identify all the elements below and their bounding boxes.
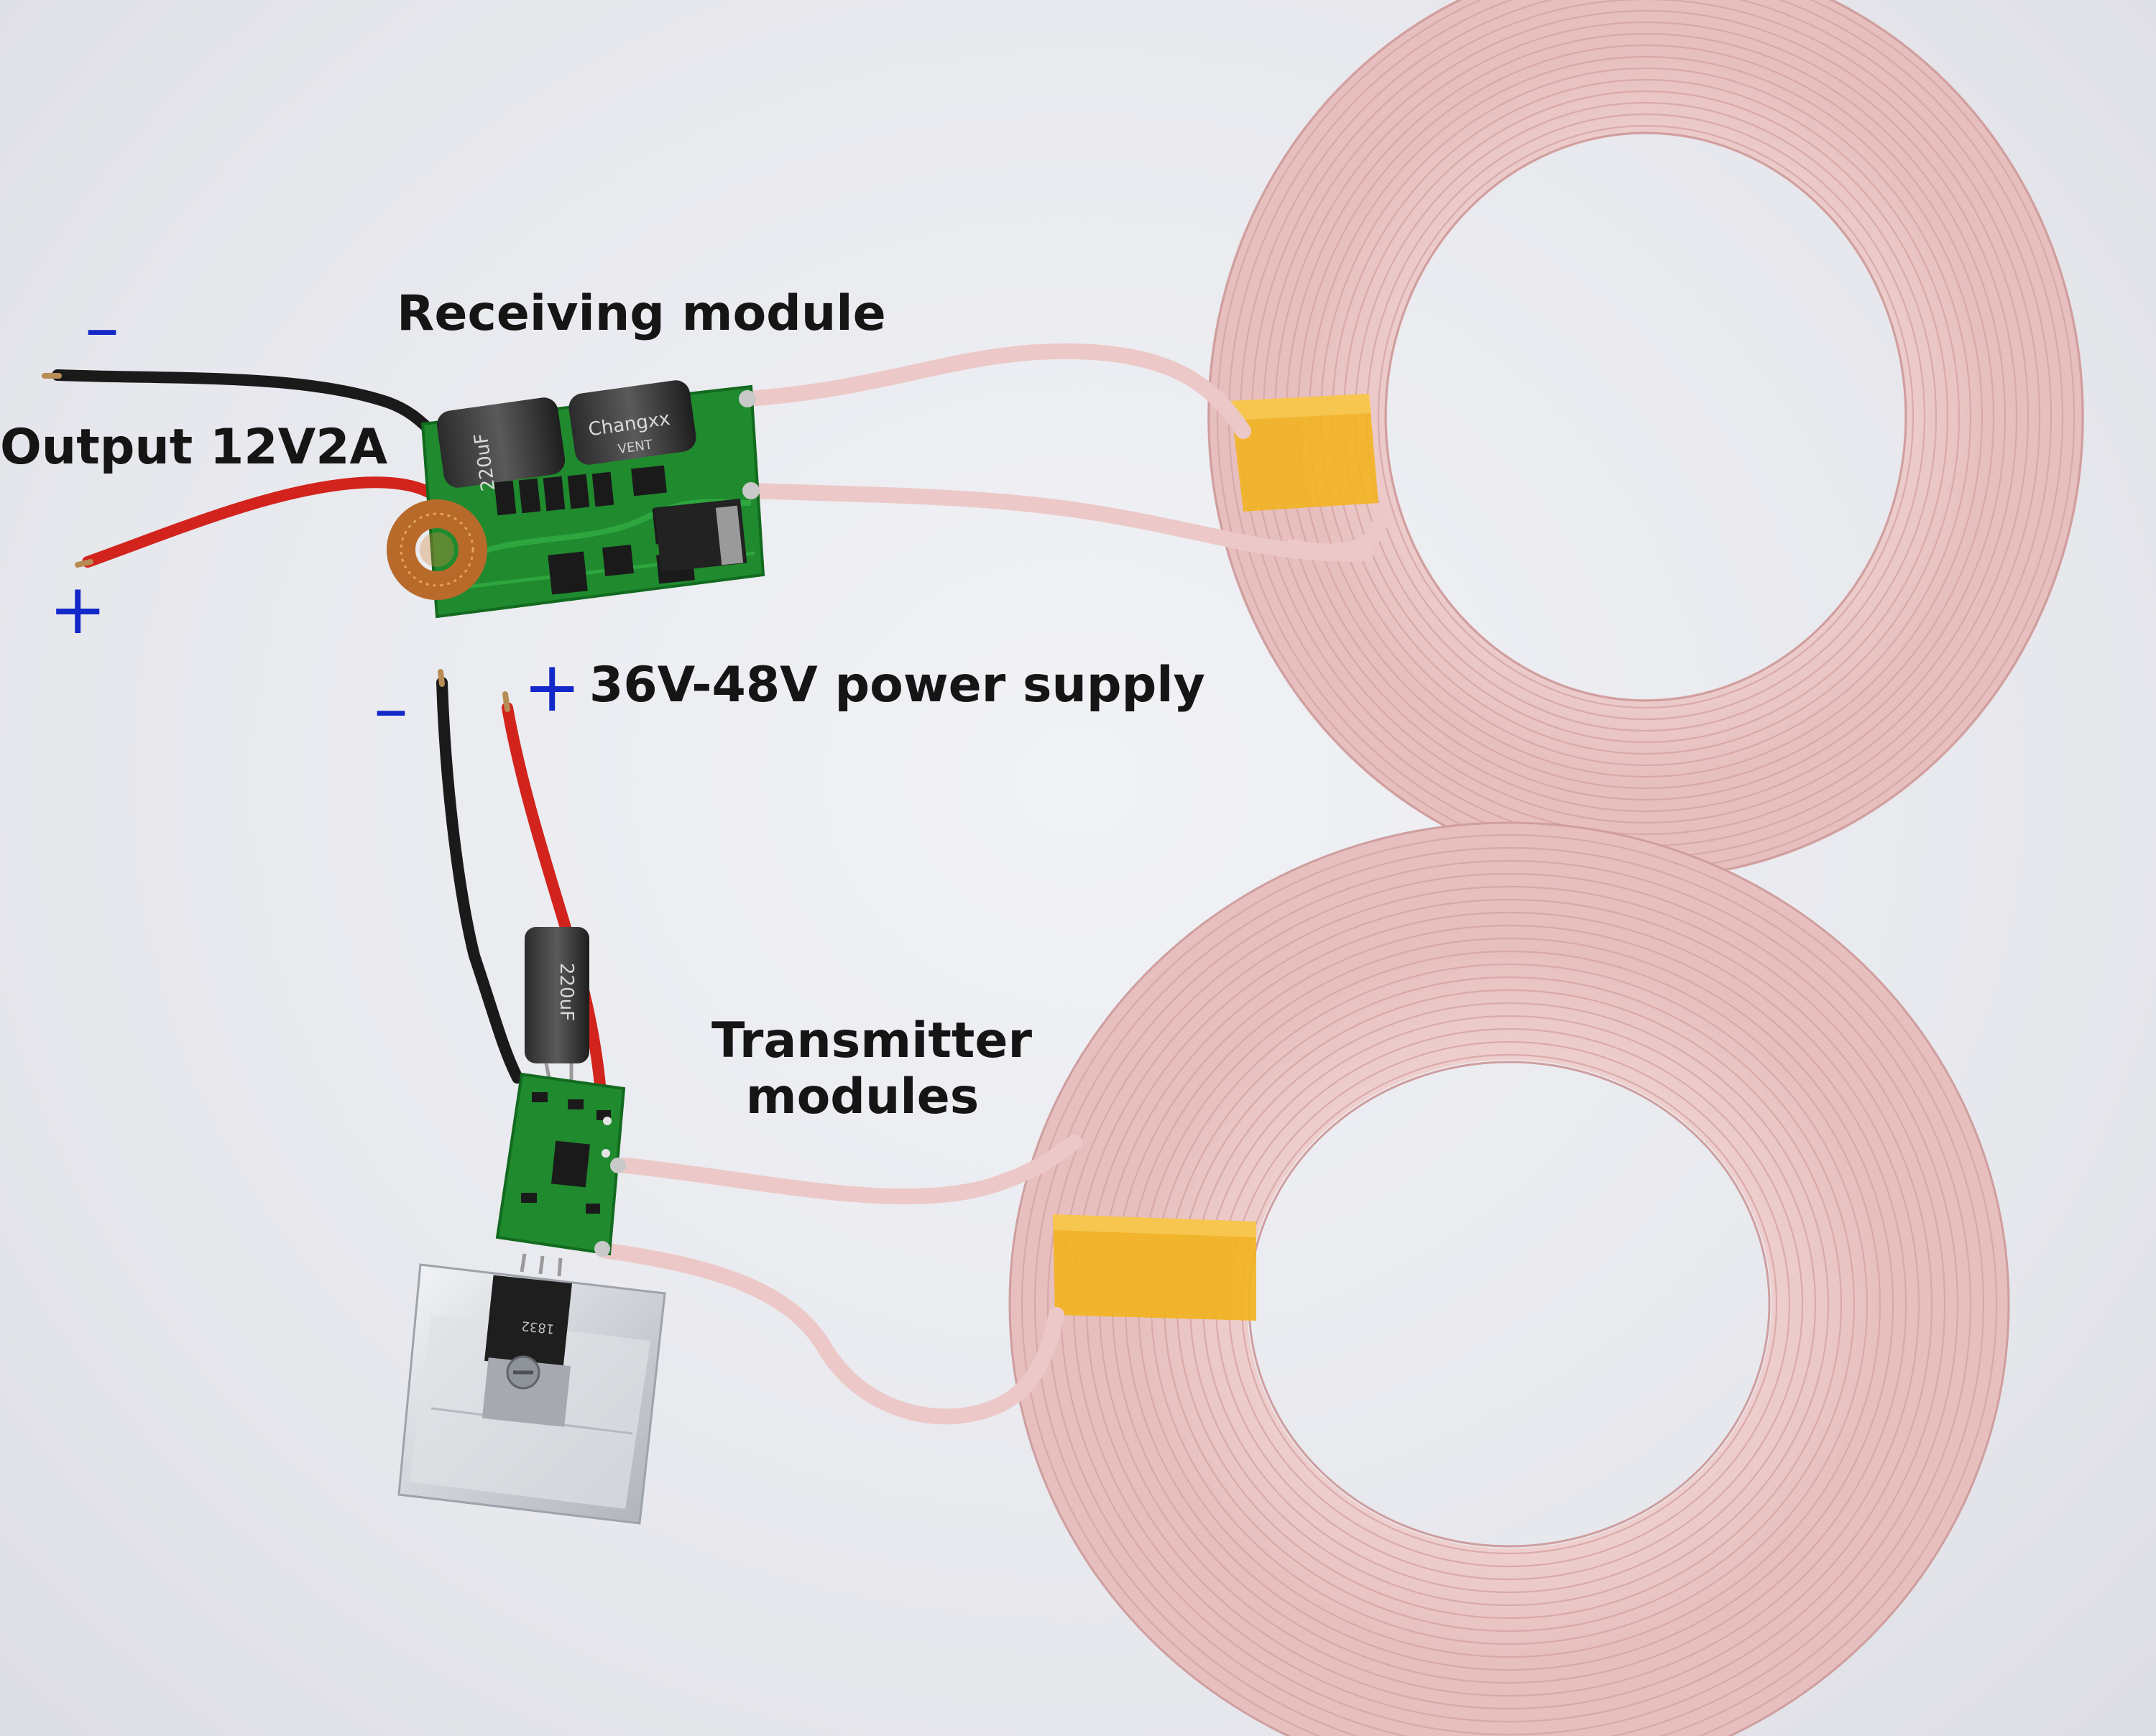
receiver-pcb: 220uF Changxx VENT [387,380,765,619]
receiving-module-label: Receiving module [397,285,886,342]
output-plus-sign: + [49,569,107,650]
svg-text:1832: 1832 [521,1318,556,1336]
mosfet [484,1275,572,1370]
receiver-coil [1207,0,2084,879]
output-minus-sign: – [85,287,119,368]
receiver-capacitor: Changxx VENT [568,380,696,465]
transmitter-modules-label: Transmitter modules [711,1012,1033,1126]
coil-tape [1053,1214,1256,1321]
input-minus-sign: – [374,668,408,749]
toroid-inductor [387,499,487,600]
transmitter-capacitor: 220uF [525,927,589,1082]
svg-text:220uF: 220uF [556,963,577,1021]
coil-tape [1230,394,1378,512]
output-label: Output 12V2A [0,419,388,476]
power-supply-label: 36V-48V power supply [589,657,1205,714]
input-plus-sign: + [523,647,581,727]
heatsink: 1832 [397,1263,666,1525]
transmitter-coil [1008,821,2010,1736]
receiver-capacitor: 220uF [436,397,566,492]
transmitter-pcb [495,1072,626,1277]
coil-leads [596,343,1373,1425]
